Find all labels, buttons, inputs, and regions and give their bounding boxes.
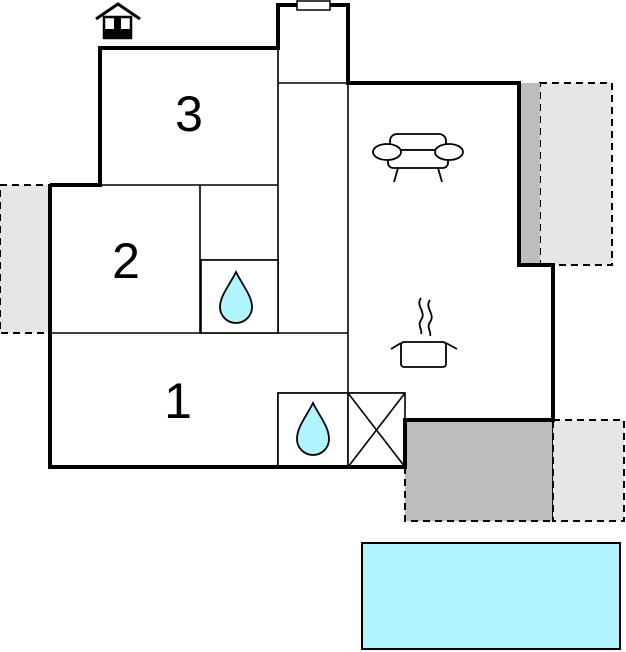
pool-icon: [361, 542, 621, 650]
cooking-pot-icon: [390, 297, 458, 368]
exterior-wall: [48, 3, 555, 469]
sofa-icon: [372, 133, 464, 183]
terrace-bottom-light: [552, 419, 625, 522]
terrace-bottom-dark: [404, 419, 554, 522]
water-drop-icon: [296, 400, 330, 456]
room-label-1: 1: [164, 373, 192, 429]
terrace-right-top: [539, 82, 613, 266]
terrace-left: [0, 184, 51, 334]
room-label-3: 3: [175, 86, 203, 142]
house-entrance-icon: [95, 2, 141, 40]
closet-cross-icon: [347, 392, 406, 468]
window-icon: [296, 0, 331, 11]
water-drop-icon: [219, 269, 253, 324]
terrace-right-top-shade: [519, 83, 540, 265]
room-label-2: 2: [112, 233, 140, 289]
